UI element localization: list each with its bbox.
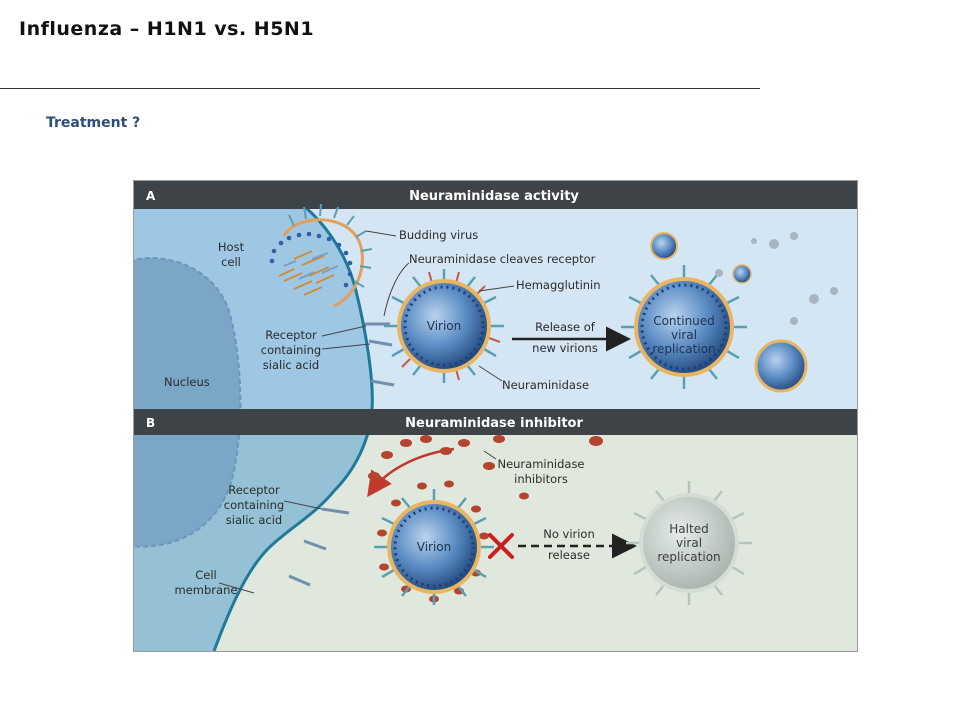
receptor-b-label-2: containing [224, 498, 284, 512]
panel-b-header [134, 409, 857, 435]
title-divider [0, 88, 760, 89]
inhibitors-label-1: Neuraminidase [497, 457, 584, 471]
halted-label-3: replication [657, 550, 720, 564]
slide-subtitle: Treatment ? [46, 115, 141, 131]
panel-b-title: Neuraminidase inhibitor [405, 416, 583, 431]
receptor-b-label-1: Receptor [228, 483, 280, 497]
release-label-1: Release of [535, 320, 596, 334]
virion-a: Virion [384, 269, 504, 383]
na-cleaves-label: Neuraminidase cleaves receptor [409, 252, 596, 266]
panel-a-header [134, 181, 857, 209]
nucleus [134, 257, 242, 548]
neuraminidase-figure: A Neuraminidase activity B Neuraminidase… [133, 180, 858, 652]
host-cell-label-1: Host [218, 240, 245, 254]
no-release-label-1: No virion [543, 527, 595, 541]
neuraminidase-label: Neuraminidase [502, 378, 589, 392]
panel-b-letter: B [146, 416, 155, 430]
continued-label-3: replication [652, 342, 715, 356]
receptor-a-label-3: sialic acid [263, 358, 319, 372]
hemagglutinin-label: Hemagglutinin [516, 278, 601, 292]
receptor-a-label-1: Receptor [265, 328, 317, 342]
continued-replication-virion [621, 265, 747, 389]
receptors-b [288, 507, 350, 587]
release-label-2: new virions [532, 341, 598, 355]
continued-label-2: viral [671, 328, 697, 342]
inhibitors-label-2: inhibitors [514, 472, 568, 486]
budding-virus [269, 203, 373, 308]
continued-label-1: Continued [653, 314, 715, 328]
halted-replication-virion [626, 481, 752, 605]
virion-a-label: Virion [427, 319, 462, 333]
cell-membrane [212, 181, 374, 651]
virion-b: Virion [374, 489, 494, 605]
halted-label-2: viral [676, 536, 702, 550]
panel-a-letter: A [146, 189, 156, 203]
slide-title: Influenza – H1N1 vs. H5N1 [19, 18, 315, 40]
receptors-a [365, 322, 395, 387]
receptor-a-label-2: containing [261, 343, 321, 357]
membrane-label-2: membrane [175, 583, 238, 597]
no-release-label-2: release [548, 548, 590, 562]
halted-label-1: Halted [669, 522, 708, 536]
panel-a-title: Neuraminidase activity [409, 189, 579, 204]
receptor-b-label-3: sialic acid [226, 513, 282, 527]
block-x-icon [488, 533, 514, 559]
membrane-label-1: Cell [195, 568, 217, 582]
budding-virus-label: Budding virus [399, 228, 478, 242]
virion-b-label: Virion [417, 540, 452, 554]
small-virions [650, 232, 838, 393]
host-cell-label-2: cell [221, 255, 241, 269]
nucleus-label: Nucleus [164, 375, 210, 389]
